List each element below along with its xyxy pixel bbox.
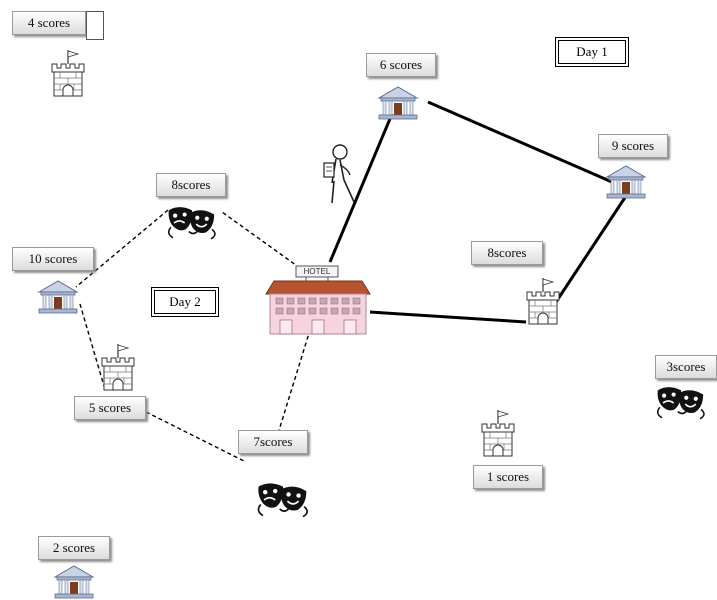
tourist-walker-icon xyxy=(323,144,355,204)
score-label-3: 3scores xyxy=(655,355,717,379)
score-label-8-theater: 8scores xyxy=(156,173,226,197)
theater-masks-icon xyxy=(167,206,216,240)
score-label-1: 1 scores xyxy=(473,465,543,489)
route-hotel-to-museum-6 xyxy=(328,113,394,263)
route-museum-6-to-museum-9 xyxy=(427,100,613,184)
score-label-8-castle: 8scores xyxy=(471,241,543,265)
castle-icon xyxy=(51,49,85,97)
small-box xyxy=(86,11,104,40)
castle-icon xyxy=(526,277,560,325)
day2-box: Day 2 xyxy=(151,287,219,317)
route-theater-8-to-museum-10 xyxy=(75,209,169,288)
score-label-2: 2 scores xyxy=(38,536,110,560)
museum-icon xyxy=(378,86,418,120)
score-label-9: 9 scores xyxy=(598,134,668,158)
score-label-4: 4 scores xyxy=(12,11,86,35)
score-label-10: 10 scores xyxy=(12,247,94,271)
museum-icon xyxy=(606,165,646,199)
castle-icon xyxy=(481,409,515,457)
score-label-5: 5 scores xyxy=(74,396,146,420)
castle-icon xyxy=(101,343,135,391)
route-castle-8-to-hotel xyxy=(369,310,527,324)
theater-masks-icon xyxy=(656,386,705,420)
museum-icon xyxy=(54,565,94,599)
route-hotel-to-theater-8 xyxy=(221,211,301,269)
museum-icon xyxy=(38,280,78,314)
score-label-6: 6 scores xyxy=(366,53,436,77)
route-castle-5-to-theater-7 xyxy=(145,411,247,463)
day1-box: Day 1 xyxy=(555,37,629,67)
day2-route xyxy=(75,209,311,463)
theater-masks-icon xyxy=(257,482,309,518)
route-museum-10-to-castle-5 xyxy=(79,303,105,387)
hotel-sign-label: HOTEL xyxy=(303,267,331,276)
score-label-7: 7scores xyxy=(238,430,308,454)
route-museum-9-to-castle-8 xyxy=(554,195,628,303)
day1-route xyxy=(328,100,628,324)
hotel-icon xyxy=(265,265,371,335)
route-theater-7-to-hotel xyxy=(275,329,311,441)
